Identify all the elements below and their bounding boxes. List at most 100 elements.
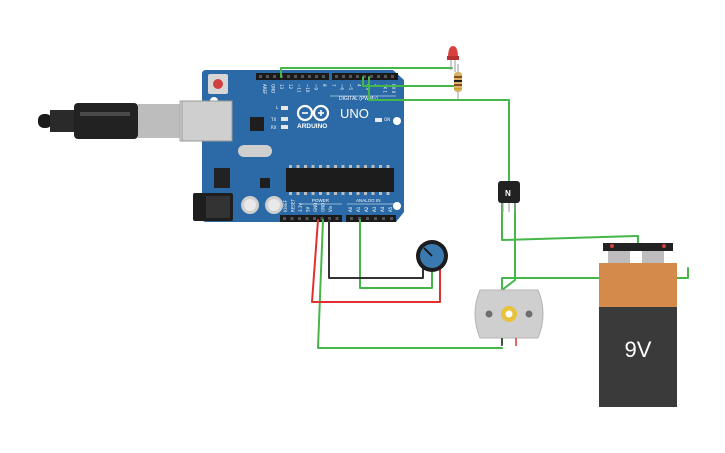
header-pin[interactable] <box>370 75 373 78</box>
chip-pin <box>311 192 315 195</box>
pin-label-power: 5V <box>306 206 311 212</box>
chip-pin <box>326 165 330 168</box>
model-label: UNO <box>340 106 369 121</box>
header-pin[interactable] <box>273 75 276 78</box>
pin-label-analog: A4 <box>380 206 385 212</box>
wire-transistor-to-motor[interactable] <box>501 202 516 291</box>
header-pin[interactable] <box>290 217 294 220</box>
chip-pin <box>349 192 352 195</box>
header-pin[interactable] <box>294 75 297 78</box>
analog-header-label: ANALOG IN <box>356 198 381 203</box>
chip-pin <box>319 165 322 168</box>
battery-9v[interactable]: 9V <box>599 243 677 407</box>
pin-label-analog: A5 <box>388 206 393 212</box>
chip-pin <box>341 165 345 168</box>
pin-label-top: ~11 <box>296 84 301 93</box>
wire-pin-to-resistor[interactable] <box>362 76 459 87</box>
chip-pin <box>319 192 322 195</box>
pin-label-top: ~10 <box>305 84 310 93</box>
pin-label-power: IOREF <box>283 199 288 212</box>
header-pin[interactable] <box>356 75 359 78</box>
header-pin[interactable] <box>382 217 385 220</box>
pin-label-analog: A3 <box>372 206 377 212</box>
wire-gnd-to-led[interactable] <box>280 67 453 78</box>
power-header <box>280 215 342 222</box>
led[interactable] <box>447 46 459 72</box>
header-pin[interactable] <box>335 75 338 78</box>
chip-pin <box>379 192 382 195</box>
transistor[interactable]: N <box>498 181 520 212</box>
rx-led-label: RX <box>271 125 277 130</box>
pin-label-power: Vin <box>328 205 333 212</box>
header-pin[interactable] <box>315 75 318 78</box>
chip-pin <box>364 165 367 168</box>
on-led-label: ON <box>384 117 390 122</box>
wire-pot-signal[interactable] <box>359 219 433 289</box>
header-pin[interactable] <box>301 75 304 78</box>
header-pin[interactable] <box>298 217 301 220</box>
header-pin[interactable] <box>350 217 353 220</box>
header-pin[interactable] <box>320 217 324 220</box>
header-pin[interactable] <box>308 75 311 78</box>
chip-pin <box>379 165 382 168</box>
wire-5v-red[interactable] <box>311 219 441 303</box>
gear-icon <box>501 306 517 322</box>
pin-label-power: GND <box>321 203 326 212</box>
pin-label-top: 12 <box>288 84 293 90</box>
header-pin[interactable] <box>377 75 380 78</box>
header-pin[interactable] <box>349 75 352 78</box>
chip-pin <box>356 192 360 195</box>
pin-label-analog: A2 <box>364 206 369 212</box>
chip-pin <box>334 192 337 195</box>
pin-label-top: 8 <box>322 84 327 87</box>
header-pin[interactable] <box>390 217 393 220</box>
header-pin[interactable] <box>287 75 290 78</box>
header-pin[interactable] <box>259 75 262 78</box>
pin-label-analog: A1 <box>356 206 361 212</box>
chip-pin <box>304 165 307 168</box>
chip-pin <box>334 165 337 168</box>
wire-pin-to-transistor[interactable] <box>368 76 510 182</box>
chip-pin <box>311 165 315 168</box>
header-pin[interactable] <box>342 75 345 78</box>
pin-label-top: ~6 <box>339 84 344 90</box>
header-pin[interactable] <box>391 75 394 78</box>
pin-label-top: 7 <box>331 84 336 87</box>
wire-5v-to-motor[interactable] <box>317 219 503 349</box>
header-pin[interactable] <box>363 75 366 78</box>
battery-snap <box>603 243 673 251</box>
header-pin[interactable] <box>328 217 331 220</box>
chip-pin <box>289 165 292 168</box>
arduino-logo-icon <box>296 104 330 122</box>
header-pin[interactable] <box>358 217 361 220</box>
header-pin[interactable] <box>313 217 316 220</box>
dc-motor[interactable] <box>474 289 544 346</box>
pin-label-top: 13 <box>279 84 284 90</box>
header-pin[interactable] <box>374 217 377 220</box>
header-pin[interactable] <box>335 217 339 220</box>
header-pin[interactable] <box>366 217 369 220</box>
wire-transistor-to-battery[interactable] <box>501 202 639 244</box>
wire-gnd-black[interactable] <box>328 219 424 279</box>
analog-header <box>346 215 396 222</box>
microcontroller-chip <box>286 168 394 192</box>
pin-label-top: TX 1 <box>382 83 387 93</box>
chip-pin <box>386 192 390 195</box>
transistor-label: N <box>505 189 511 198</box>
pin-label-top: 4 <box>357 84 362 87</box>
tx-led-label: TX <box>270 117 276 122</box>
header-pin[interactable] <box>266 75 269 78</box>
chip-pin <box>364 192 367 195</box>
chip-pin <box>289 192 292 195</box>
chip-pin <box>356 165 360 168</box>
header-pin[interactable] <box>322 75 325 78</box>
chip-pin <box>326 192 330 195</box>
header-pin[interactable] <box>283 217 286 220</box>
potentiometer[interactable] <box>416 240 448 272</box>
resistor[interactable] <box>454 64 462 100</box>
pin-label-top: GND <box>271 84 276 93</box>
header-pin[interactable] <box>384 75 387 78</box>
header-pin[interactable] <box>305 217 309 220</box>
